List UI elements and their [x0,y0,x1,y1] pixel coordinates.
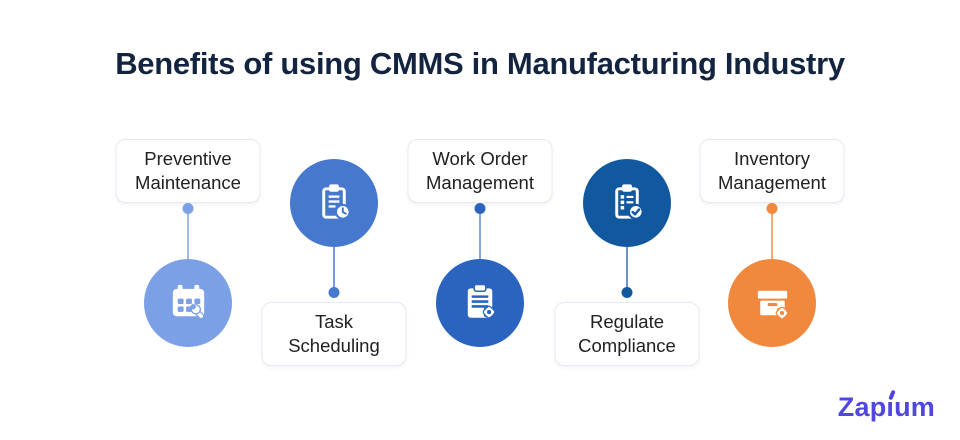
icon-circle [144,259,232,347]
connector-line [479,214,481,259]
logo: Zapium [837,389,935,426]
label-card: Preventive Maintenance [115,139,261,203]
connector-line [771,214,773,259]
connector-dot [182,203,194,214]
label-card: Inventory Management [699,139,845,203]
logo-text: Zapium [837,392,935,422]
connector-line [187,214,189,259]
clipboard-check-icon [614,183,644,220]
icon-circle [583,159,671,247]
calendar-wrench-icon [172,284,204,319]
connector-dot [474,203,486,214]
box-gear-icon [757,290,788,319]
benefit-label: Inventory Management [718,147,826,193]
page-title: Benefits of using CMMS in Manufacturing … [115,46,845,81]
benefit-item-task-scheduling: Task Scheduling [254,130,414,380]
label-card: Task Scheduling [261,302,407,366]
benefit-label: Regulate Compliance [578,310,676,356]
connector-line [333,247,335,288]
icon-circle [728,259,816,347]
benefit-item-preventive-maintenance: Preventive Maintenance [108,130,268,380]
label-card: Work Order Management [407,139,553,203]
connector-line [626,247,628,288]
benefit-label: Work Order Management [426,147,534,193]
label-card: Regulate Compliance [554,302,700,366]
connector-dot [328,287,340,298]
benefit-label: Preventive Maintenance [135,147,241,193]
benefit-item-regulate-compliance: Regulate Compliance [547,130,707,380]
connector-dot [621,287,633,298]
clipboard-clock-icon [321,183,351,220]
clipboard-gear-icon [467,283,496,319]
connector-dot [766,203,778,214]
icon-circle [436,259,524,347]
benefit-item-work-order-management: Work Order Management [400,130,560,380]
benefit-label: Task Scheduling [288,310,380,356]
benefit-item-inventory-management: Inventory Management [692,130,852,380]
icon-circle [290,159,378,247]
